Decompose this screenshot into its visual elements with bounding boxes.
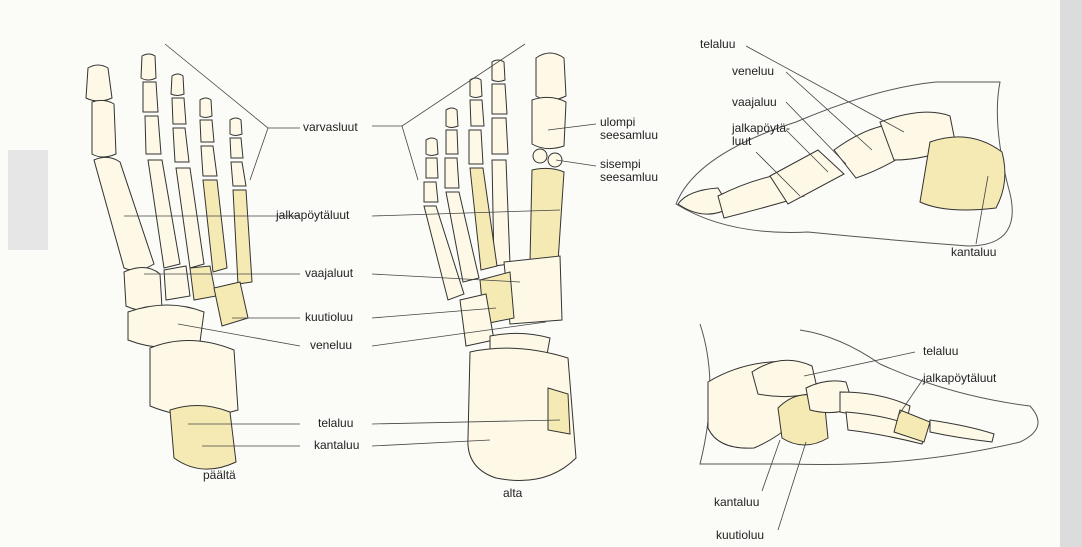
label-lateral-cuboid: kuutioluu <box>716 529 764 542</box>
label-metatarsals: jalkapöytäluut <box>276 209 349 222</box>
dorsal-view-foot <box>86 44 300 469</box>
medial-view-foot <box>676 46 1012 246</box>
label-toe-bones: varvasluut <box>303 121 358 134</box>
label-cuboid: kuutioluu <box>305 311 353 324</box>
plantar-view-foot <box>372 44 596 481</box>
label-medial-sesamoid-2: seesamluu <box>600 171 658 184</box>
label-medial-navicular: veneluu <box>732 65 774 78</box>
label-lateral-metatarsals: jalkapöytäluut <box>923 372 996 385</box>
label-medial-cuneiform: vaajaluu <box>732 96 777 109</box>
label-talus: telaluu <box>318 417 353 430</box>
label-lateral-calcaneus: kantaluu <box>714 496 759 509</box>
label-navicular: veneluu <box>310 339 352 352</box>
label-calcaneus: kantaluu <box>314 439 359 452</box>
label-lateral-sesamoid-2: seesamluu <box>600 129 658 142</box>
label-cuneiforms: vaajaluut <box>305 267 353 280</box>
label-medial-metatarsal-2: luut <box>732 135 751 148</box>
label-lateral-talus: telaluu <box>923 345 958 358</box>
label-medial-calcaneus: kantaluu <box>951 246 996 259</box>
caption-top-view: päältä <box>203 468 236 482</box>
caption-bottom-view: alta <box>503 486 522 500</box>
label-medial-talus: telaluu <box>700 38 735 51</box>
